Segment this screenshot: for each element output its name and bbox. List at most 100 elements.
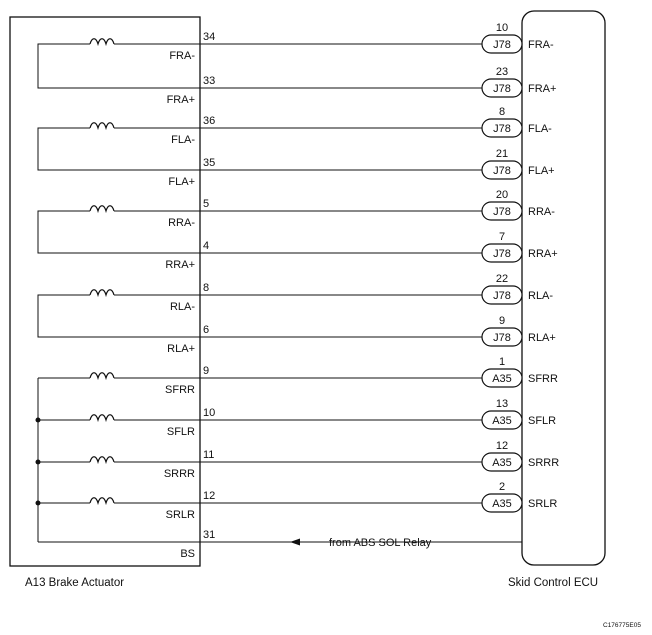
actuator-pin-number: 36	[203, 115, 215, 127]
connector-pill	[481, 118, 523, 138]
connector-pill	[481, 327, 523, 347]
ecu-terminal-label: RRA-	[528, 206, 555, 218]
connector-label: A35	[492, 498, 512, 510]
connector-pill	[481, 160, 523, 180]
motor-loop	[37, 43, 200, 89]
connector-label: J78	[493, 290, 511, 302]
connector-pill	[481, 243, 523, 263]
motor-loop	[37, 294, 200, 338]
actuator-terminal-label: SFLR	[167, 426, 195, 438]
connector-label: J78	[493, 165, 511, 177]
circuit-wires: 34FRA-J7810FRA-33FRA+J7823FRA+36FLA-J788…	[164, 22, 559, 521]
solenoid-common-bus	[35, 372, 200, 543]
actuator-pin-number: 9	[203, 365, 209, 377]
ecu-terminal-label: SRRR	[528, 457, 559, 469]
coil-icon	[89, 497, 115, 506]
actuator-pin-number: 33	[203, 75, 215, 87]
connector-pill	[481, 452, 523, 472]
actuator-pin-number: 4	[203, 240, 209, 252]
ecu-pin-number: 13	[496, 398, 508, 410]
actuator-terminal-label: SRRR	[164, 468, 195, 480]
actuator-pin-number: 34	[203, 31, 215, 43]
connector-label: A35	[492, 415, 512, 427]
ecu-pin-number: 7	[499, 231, 505, 243]
ecu-terminal-label: SFRR	[528, 373, 558, 385]
actuator-terminal-label: FLA-	[171, 134, 195, 146]
bs-actuator-pin: 31	[203, 529, 215, 541]
connector-label: J78	[493, 39, 511, 51]
ecu-terminal-label: SRLR	[528, 498, 557, 510]
ecu-pin-number: 21	[496, 148, 508, 160]
ecu-pin-number: 10	[496, 22, 508, 34]
connector-pill	[481, 493, 523, 513]
arrow-icon	[290, 538, 300, 546]
brake-actuator-box	[9, 16, 201, 567]
motor-loop	[37, 210, 200, 254]
ecu-terminal-label: RRA+	[528, 248, 558, 260]
coil-icon	[89, 289, 115, 298]
ecu-pin-number: 8	[499, 106, 505, 118]
actuator-pin-number: 5	[203, 198, 209, 210]
ecu-terminal-label: RLA+	[528, 332, 556, 344]
actuator-pin-number: 11	[203, 449, 214, 461]
relay-note: from ABS SOL Relay	[329, 537, 432, 549]
actuator-terminal-label: FRA+	[167, 94, 195, 106]
coil-icon	[89, 414, 115, 423]
connector-pill	[481, 34, 523, 54]
connector-label: J78	[493, 83, 511, 95]
connector-pill	[481, 78, 523, 98]
actuator-pin-number: 35	[203, 157, 215, 169]
bs-label: BS	[180, 548, 195, 560]
ecu-pin-number: 23	[496, 66, 508, 78]
actuator-pin-number: 8	[203, 282, 209, 294]
motor-loop	[37, 127, 200, 171]
coil-icon	[89, 38, 115, 47]
connector-pill	[481, 285, 523, 305]
junction-dot	[35, 417, 41, 423]
ecu-terminal-label: RLA-	[528, 290, 553, 302]
junction-dot	[35, 500, 41, 506]
actuator-pin-number: 6	[203, 324, 209, 336]
actuator-pin-number: 12	[203, 490, 215, 502]
ecu-pin-number: 2	[499, 481, 505, 493]
actuator-terminal-label: SRLR	[166, 509, 195, 521]
ecu-terminal-label: FRA-	[528, 39, 554, 51]
coil-icon	[89, 372, 115, 381]
ecu-pin-number: 12	[496, 440, 508, 452]
connector-label: J78	[493, 206, 511, 218]
coil-icon	[89, 456, 115, 465]
connector-label: A35	[492, 457, 512, 469]
connector-pill	[481, 201, 523, 221]
skid-control-ecu-box	[521, 10, 606, 566]
ecu-pin-number: 20	[496, 189, 508, 201]
coil-icon	[89, 205, 115, 214]
connector-pill	[481, 368, 523, 388]
ecu-pin-number: 9	[499, 315, 505, 327]
connector-label: J78	[493, 123, 511, 135]
actuator-terminal-label: SFRR	[165, 384, 195, 396]
ecu-terminal-label: FRA+	[528, 83, 556, 95]
connector-pill	[481, 410, 523, 430]
coil-icon	[89, 122, 115, 131]
actuator-terminal-label: RRA+	[165, 259, 195, 271]
connector-label: J78	[493, 248, 511, 260]
ecu-caption: Skid Control ECU	[508, 577, 598, 589]
actuator-terminal-label: RRA-	[168, 217, 195, 229]
ecu-pin-number: 1	[499, 356, 505, 368]
connector-label: J78	[493, 332, 511, 344]
junction-dot	[35, 459, 41, 465]
actuator-terminal-label: FRA-	[169, 50, 195, 62]
ecu-pin-number: 22	[496, 273, 508, 285]
actuator-pin-number: 10	[203, 407, 215, 419]
actuator-terminal-label: FLA+	[168, 176, 195, 188]
ecu-terminal-label: FLA-	[528, 123, 552, 135]
ecu-terminal-label: SFLR	[528, 415, 556, 427]
actuator-caption: A13 Brake Actuator	[25, 577, 124, 589]
motor-loops	[37, 38, 200, 338]
ecu-terminal-label: FLA+	[528, 165, 555, 177]
actuator-terminal-label: RLA-	[170, 301, 195, 313]
connector-label: A35	[492, 373, 512, 385]
figure-code: C176775E05	[603, 622, 641, 629]
actuator-terminal-label: RLA+	[167, 343, 195, 355]
